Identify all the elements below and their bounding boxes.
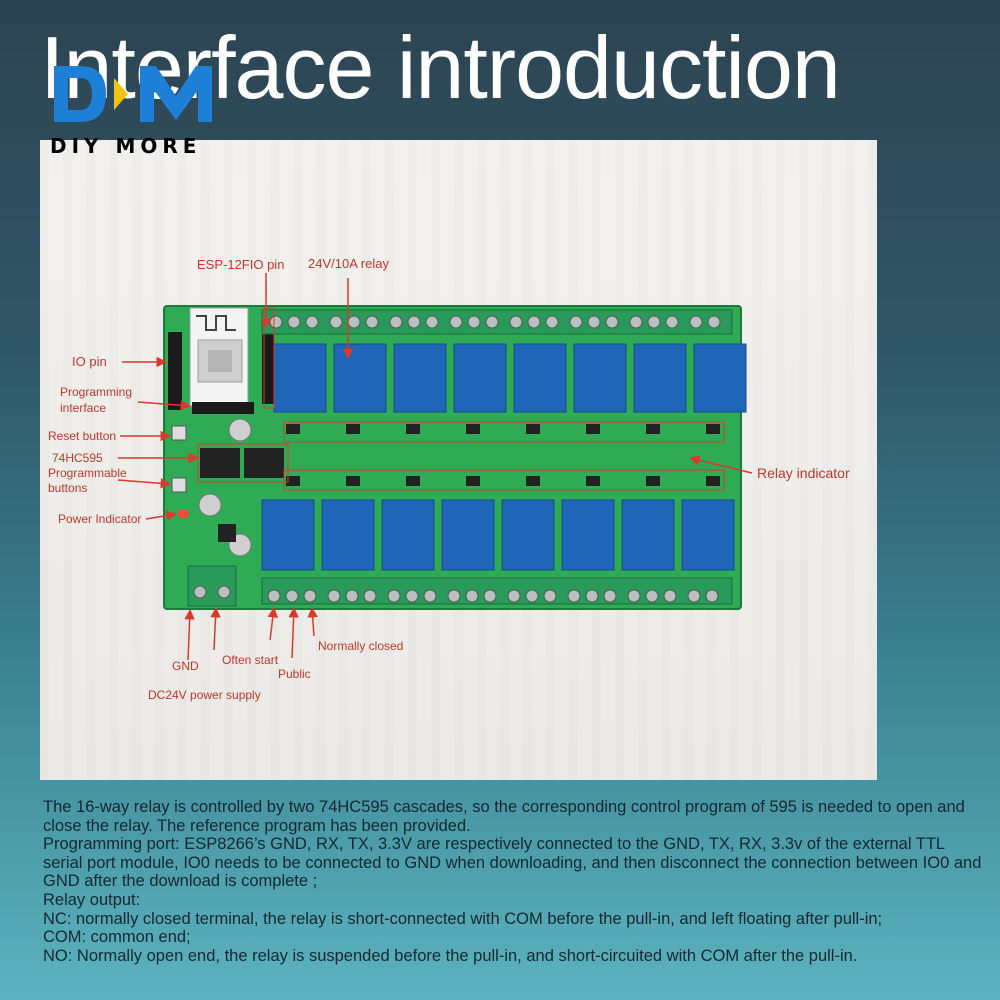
label-public: Public [278,667,311,681]
board-photo: ESP-12FIO pin 24V/10A relay IO pin Progr… [40,140,877,780]
label-power-indicator: Power Indicator [58,512,141,526]
desc-line-4: NC: normally closed terminal, the relay … [43,909,883,928]
top-terminals [261,309,733,335]
diy-more-logo [54,66,212,122]
label-io-pin: IO pin [72,354,107,369]
power-led [178,510,188,518]
logo-text: DIY MORE [50,134,202,158]
label-programmable-1: Programmable [48,466,127,480]
indicator-row-top [286,424,720,434]
desc-line-1: The 16-way relay is controlled by two 74… [43,798,965,835]
io-pin-header [168,332,182,410]
desc-line-3: Relay output: [43,890,141,909]
hc595-chip-1 [200,448,240,478]
label-relay-indicator: Relay indicator [757,465,850,481]
label-gnd: GND [172,659,199,673]
relay-board-diagram: ESP-12FIO pin 24V/10A relay IO pin Progr… [48,256,850,702]
description: The 16-way relay is controlled by two 74… [43,798,983,965]
label-often-start: Often start [222,653,279,667]
top-relays [273,343,747,413]
label-esp-pin: ESP-12FIO pin [197,257,284,272]
reset-button [171,425,187,441]
desc-line-6: NO: Normally open end, the relay is susp… [43,946,858,965]
programming-header [192,402,254,414]
label-programmable-2: buttons [48,481,87,495]
hc595-chip-2 [244,448,284,478]
label-reset-button: Reset button [48,429,116,443]
indicator-row-bottom [286,476,720,486]
desc-line-2: Programming port: ESP8266’s GND, RX, TX,… [43,835,982,891]
label-programming-1: Programming [60,385,132,399]
label-relay: 24V/10A relay [308,256,389,271]
bottom-terminals [261,577,733,605]
label-normally-closed: Normally closed [318,639,403,653]
label-74hc595: 74HC595 [52,451,103,465]
power-terminal [187,565,237,607]
bottom-relays [261,499,735,571]
label-dc-power: DC24V power supply [148,688,261,702]
programmable-button [171,477,187,493]
desc-line-5: COM: common end; [43,928,191,947]
label-programming-2: interface [60,401,106,415]
